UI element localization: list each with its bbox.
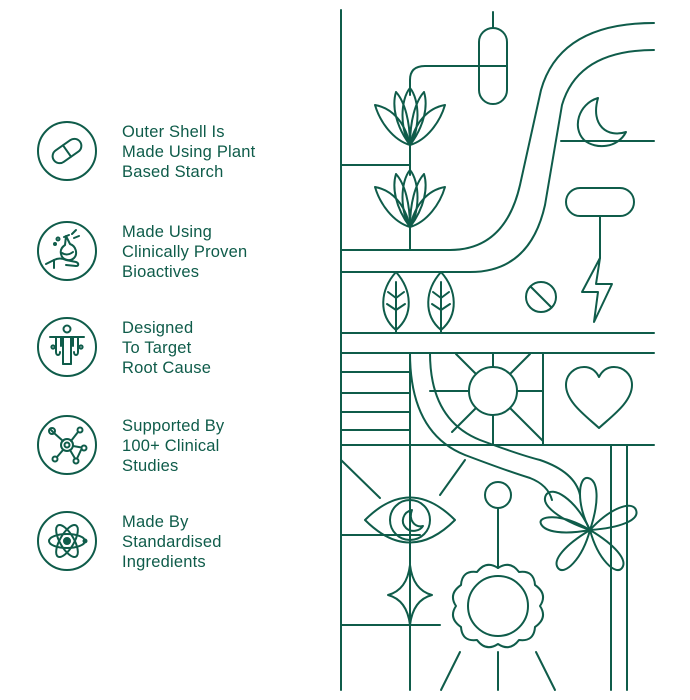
feature-line: Outer Shell Is xyxy=(122,123,225,141)
feature-line: Bioactives xyxy=(122,263,200,281)
feature-list: Outer Shell Is Made Using Plant Based St… xyxy=(0,0,330,700)
feature-line: To Target xyxy=(122,339,192,357)
eye-shape xyxy=(340,444,466,581)
atom-icon xyxy=(37,511,97,571)
road-lower xyxy=(409,352,553,501)
feature-clinical-studies: Supported By 100+ Clinical Studies xyxy=(36,414,336,484)
crescent-moon xyxy=(576,97,627,148)
feature-line: Made By xyxy=(122,513,189,531)
feature-line: Ingredients xyxy=(122,553,206,571)
tablet-circle xyxy=(525,281,557,313)
pill-shape xyxy=(565,187,635,217)
sparkle-star xyxy=(387,564,433,626)
four-petal-flower xyxy=(539,477,638,571)
sun-shape xyxy=(429,352,544,446)
feature-line: Standardised xyxy=(122,533,222,551)
capsule-icon xyxy=(37,121,97,181)
feature-line: 100+ Clinical xyxy=(122,437,220,455)
feature-text: Made Using Clinically Proven Bioactives xyxy=(122,222,332,282)
feature-line: Designed xyxy=(122,319,194,337)
leaf-right xyxy=(427,271,455,334)
feature-text: Made By Standardised Ingredients xyxy=(122,512,332,572)
lightning-bolt xyxy=(581,257,613,323)
feature-text: Outer Shell Is Made Using Plant Based St… xyxy=(122,122,332,182)
road-path xyxy=(340,22,655,251)
feature-plant-starch-shell: Outer Shell Is Made Using Plant Based St… xyxy=(36,120,336,190)
road-lower xyxy=(429,352,581,496)
feature-clinically-proven-bioactives: Made Using Clinically Proven Bioactives xyxy=(36,220,336,290)
lotus-flower-bottom xyxy=(374,169,446,251)
lotus-flower-top xyxy=(374,87,446,176)
road-path xyxy=(340,49,655,273)
feature-line: Root Cause xyxy=(122,359,212,377)
feature-text: Supported By 100+ Clinical Studies xyxy=(122,416,332,476)
molecule-network-icon xyxy=(37,415,97,475)
feature-target-root-cause: Designed To Target Root Cause xyxy=(36,316,336,386)
feature-line: Studies xyxy=(122,457,179,475)
feature-line: Made Using xyxy=(122,223,213,241)
tablet-circle xyxy=(530,286,552,308)
pipe-path xyxy=(409,65,494,96)
feature-line: Supported By xyxy=(122,417,225,435)
leaf-left xyxy=(382,271,410,334)
feature-line: Based Starch xyxy=(122,163,224,181)
feature-line: Clinically Proven xyxy=(122,243,248,261)
heart-shape xyxy=(565,366,633,429)
gear-flower xyxy=(440,563,556,691)
feature-text: Designed To Target Root Cause xyxy=(122,318,332,378)
balloon-circle xyxy=(484,481,512,509)
human-figure-target-icon xyxy=(37,317,97,377)
lab-hand-flask-icon xyxy=(37,221,97,281)
feature-standardised-ingredients: Made By Standardised Ingredients xyxy=(36,510,336,580)
feature-line: Made Using Plant xyxy=(122,143,256,161)
